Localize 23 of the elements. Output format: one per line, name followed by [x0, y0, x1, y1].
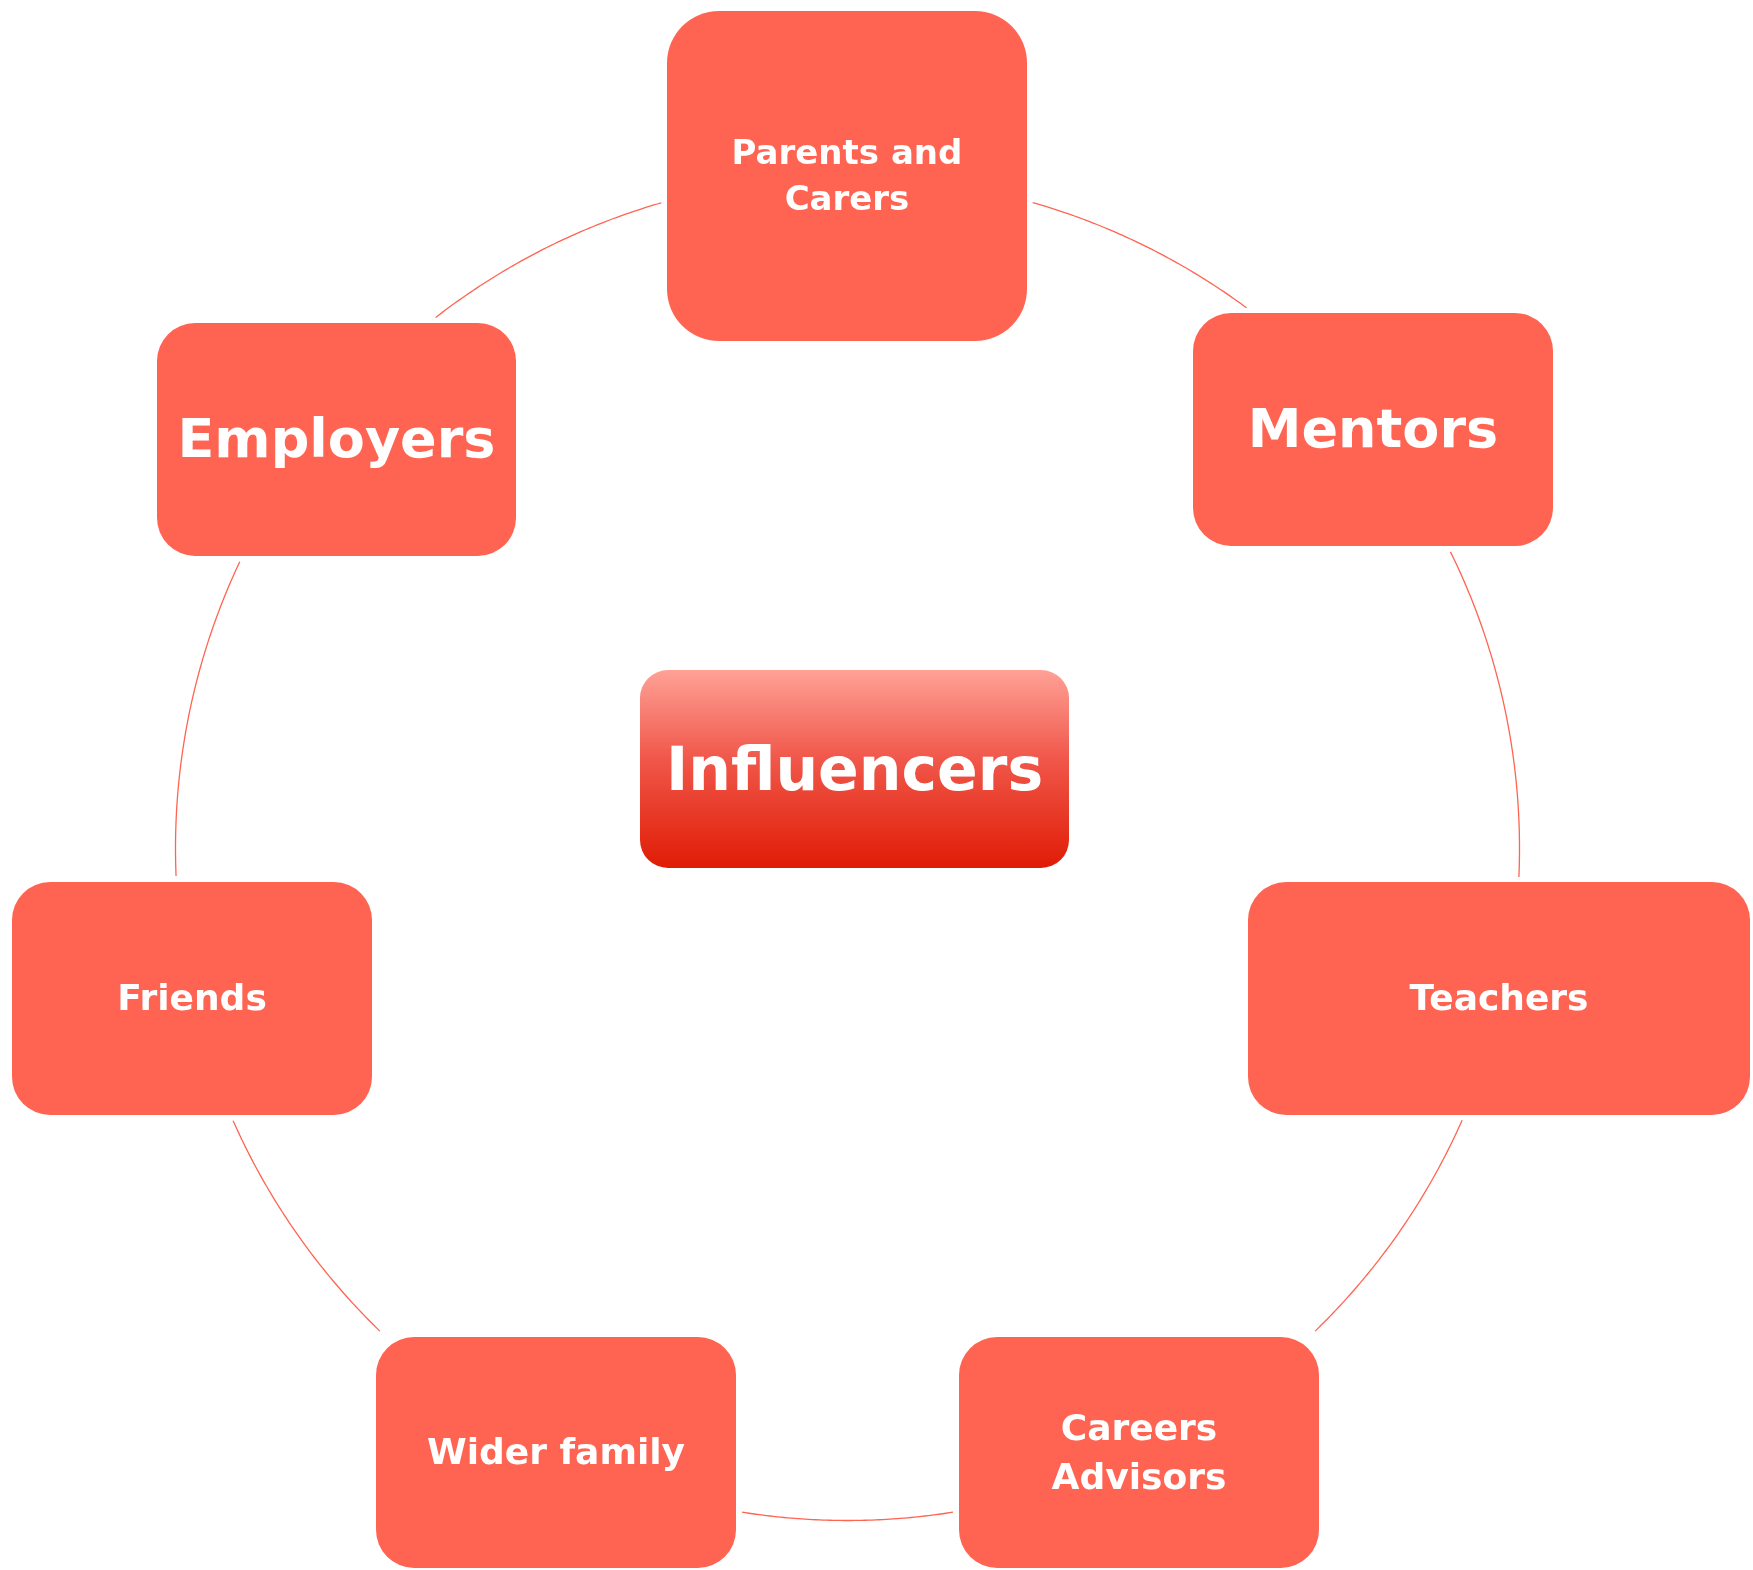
connector-arc	[1032, 201, 1248, 309]
topic-box	[157, 323, 516, 556]
topic-label: Careers Advisors	[1050, 1405, 1228, 1499]
topic-label: Mentors	[1247, 396, 1499, 463]
topic-box	[1193, 313, 1553, 546]
connector-arc	[434, 202, 662, 319]
connector-arc	[741, 1511, 954, 1522]
topic-label: Wider family	[426, 1430, 686, 1475]
connector-arc	[1449, 551, 1521, 878]
topic-box	[959, 1337, 1319, 1568]
topic-label: Friends	[117, 976, 267, 1021]
topic-box	[376, 1337, 736, 1568]
connector-arc	[1314, 1119, 1463, 1332]
topic-label: Employers	[177, 406, 496, 473]
connector-arc	[232, 1120, 381, 1332]
topic-label: Influencers	[665, 732, 1044, 806]
connector-arc	[174, 561, 241, 877]
topic-box	[12, 882, 372, 1115]
topic-box	[1248, 882, 1750, 1115]
topic-box	[667, 11, 1027, 341]
topic-label: Teachers	[1409, 976, 1589, 1021]
central-topic-box	[640, 670, 1069, 868]
topic-label: Parents and Carers	[730, 131, 964, 220]
